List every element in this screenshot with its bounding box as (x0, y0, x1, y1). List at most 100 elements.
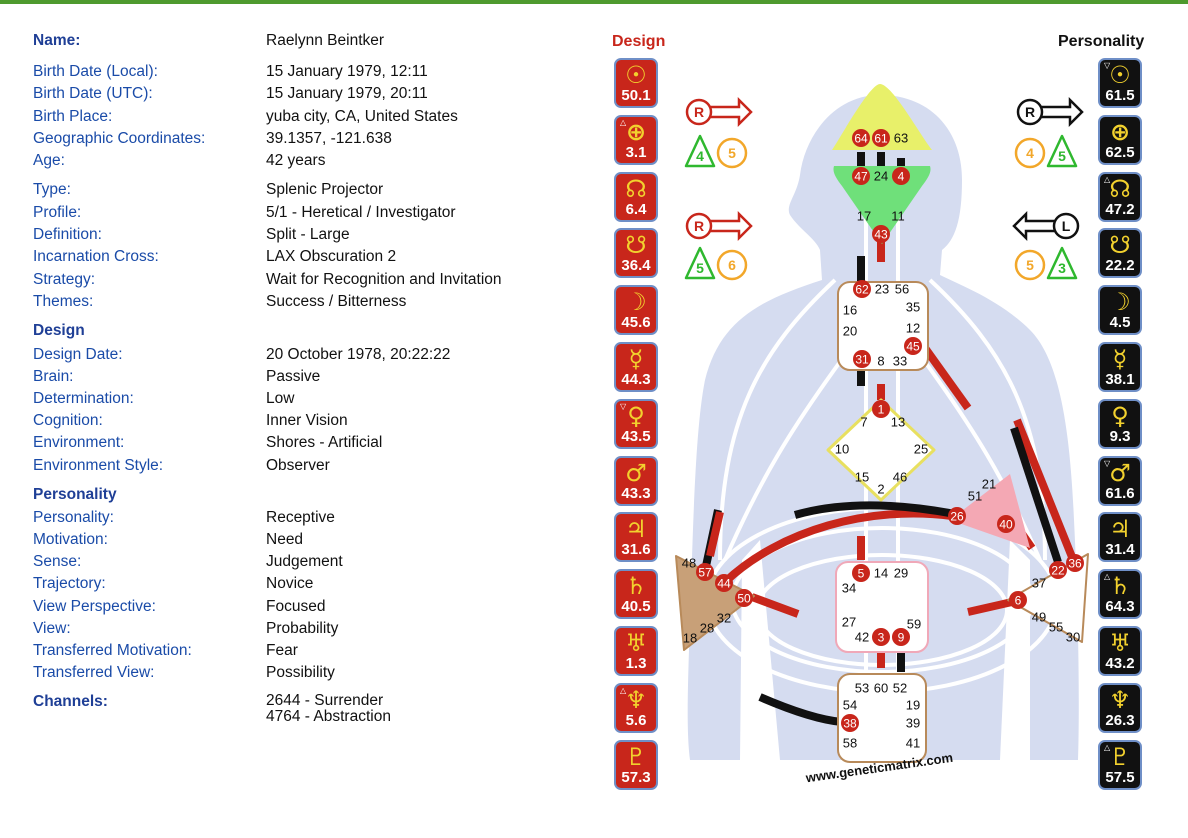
info-label: Design Date: (33, 346, 123, 363)
variable-circle (685, 212, 713, 240)
info-label: Type: (33, 181, 71, 198)
moon-icon: ☽ (1109, 288, 1131, 317)
color-triangle-icon (684, 246, 716, 280)
info-label: View Perspective: (33, 598, 156, 615)
info-label: Birth Place: (33, 108, 113, 125)
channels (702, 152, 1076, 726)
info-value: 5/1 - Heretical / Investigator (266, 204, 456, 221)
info-value: 42 years (266, 152, 326, 169)
channel-57-10 (706, 511, 724, 557)
gate-active-marker (997, 515, 1015, 533)
info-value: Receptive (266, 509, 335, 526)
gate-41: 41 (906, 736, 920, 751)
ajna-center (833, 166, 931, 244)
gate-35: 35 (906, 300, 920, 315)
channel-26-44 (722, 509, 953, 585)
gate-17: 17 (857, 209, 871, 224)
design-planet-south-node: ☋36.4 (614, 228, 658, 279)
gate-25: 25 (914, 442, 928, 457)
info-label: Definition: (33, 226, 102, 243)
info-value: Shores - Artificial (266, 434, 383, 451)
g-center (826, 398, 936, 502)
info-label: Trajectory: (33, 575, 106, 592)
gate-30: 30 (1066, 630, 1080, 645)
info-value: Low (266, 390, 295, 407)
variable-arrow-letter: L (1062, 218, 1071, 234)
gate-63: 63 (894, 131, 908, 146)
info-label: Birth Date (UTC): (33, 85, 153, 102)
channel-26-44-black (793, 501, 956, 519)
gate-8: 8 (877, 354, 884, 369)
gate-active-marker (853, 350, 871, 368)
design-planet-saturn: ♄40.5 (614, 569, 658, 620)
gate-active-marker (852, 129, 870, 147)
mars-icon: ♂ (1109, 458, 1131, 487)
spleen-center (675, 555, 755, 651)
tone-circle-icon (716, 137, 748, 169)
channel-22-12 (1010, 426, 1062, 564)
gate-active-marker (1066, 554, 1084, 572)
gate-46: 46 (893, 470, 907, 485)
planet-value: 36.4 (621, 257, 651, 275)
info-value: Possibility (266, 664, 335, 681)
gate-26: 26 (950, 510, 964, 524)
south-node-icon: ☋ (1109, 231, 1131, 260)
gate-20: 20 (843, 324, 857, 339)
pers-planet-earth: ⊕62.5 (1098, 114, 1142, 165)
gate-16: 16 (843, 303, 857, 318)
mercury-icon: ☿ (1112, 345, 1128, 373)
info-value: Observer (266, 457, 330, 474)
info-value: Passive (266, 368, 321, 385)
gate-39: 39 (906, 716, 920, 731)
gate-19: 19 (906, 698, 920, 713)
variable-arrow-letter: R (694, 104, 704, 120)
info-label: Transferred Motivation: (33, 642, 192, 659)
personality-column-title: Personality (1058, 33, 1145, 50)
gate-52: 52 (893, 681, 907, 696)
activation-mark: △ (1104, 742, 1111, 752)
info-label: Cognition: (33, 412, 103, 429)
design-planet-pluto: ♇57.3 (614, 739, 658, 790)
planet-value: 43.5 (621, 427, 651, 445)
info-value: Success / Bitterness (266, 293, 407, 310)
gate-62: 62 (855, 283, 869, 297)
arrow-left-icon (1012, 210, 1056, 242)
gate-38: 38 (843, 717, 857, 731)
pers-planet-mercury: ☿38.1 (1098, 342, 1142, 392)
info-value: Inner Vision (266, 412, 348, 429)
info-value: 15 January 1979, 20:11 (266, 85, 428, 102)
info-value: 39.1357, -121.638 (266, 130, 392, 147)
gate-31: 31 (855, 353, 869, 367)
jupiter-icon: ♃ (625, 515, 647, 544)
gate-51: 51 (968, 489, 982, 504)
info-value: Wait for Recognition and Invitation (266, 271, 502, 288)
channel-38-28 (758, 693, 843, 726)
variable-circle (685, 98, 713, 126)
gate-active-marker (892, 628, 910, 646)
gate-33: 33 (893, 354, 907, 369)
design-planet-north-node: ☊6.4 (614, 171, 658, 222)
variable-circle (1052, 212, 1080, 240)
gate-active-marker (872, 400, 890, 418)
arrow-right-icon (709, 96, 753, 128)
gate-7: 7 (860, 415, 867, 430)
gate-49: 49 (1032, 610, 1046, 625)
north-node-icon: ☊ (1109, 174, 1131, 203)
variable-tone-number: 6 (728, 257, 736, 273)
gate-11: 11 (891, 209, 905, 224)
design-planet-venus: ▽♀43.5 (614, 398, 658, 449)
pers-planet-uranus: ♅43.2 (1098, 626, 1142, 676)
pers-planet-saturn: △♄64.3 (1098, 569, 1142, 620)
variable-arrow-letter: R (694, 218, 704, 234)
channel-6-59 (967, 598, 1013, 616)
uranus-icon: ♅ (625, 629, 647, 657)
channel-45-21 (921, 345, 972, 411)
color-triangle-icon (1046, 246, 1078, 280)
info-label: Profile: (33, 204, 82, 221)
info-label: Strategy: (33, 271, 96, 288)
gate-29: 29 (894, 566, 908, 581)
info-value: 15 January 1979, 12:11 (266, 63, 428, 80)
info-value: Focused (266, 598, 326, 615)
